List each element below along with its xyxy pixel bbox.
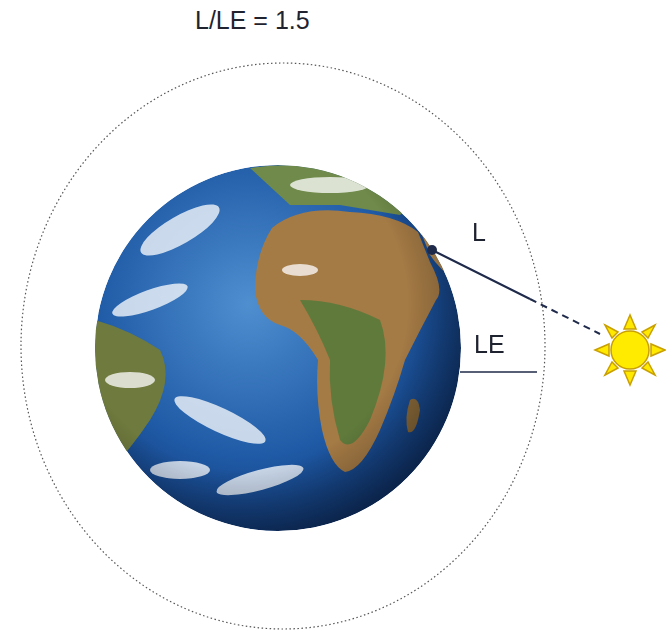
distance-label: L: [472, 218, 512, 247]
radius-line: [460, 371, 537, 373]
ray-dashed: [530, 299, 600, 334]
earth-globe: [95, 165, 470, 531]
orbit-circle: [21, 63, 545, 629]
ratio-label: L/LE = 1.5: [195, 6, 320, 35]
ray-line: [432, 250, 530, 299]
sun-icon: [595, 315, 665, 385]
radius-label: LE: [474, 330, 524, 359]
